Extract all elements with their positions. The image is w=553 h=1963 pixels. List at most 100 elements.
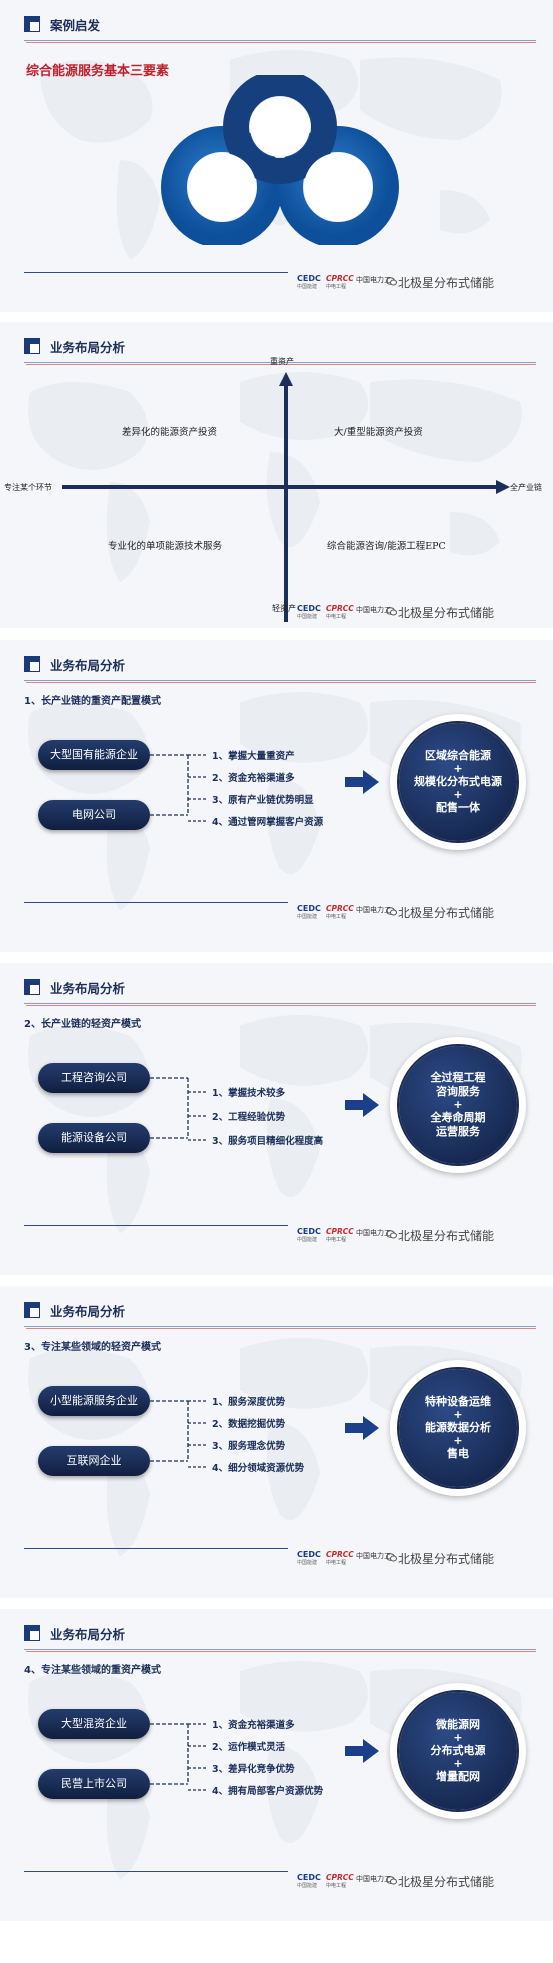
slide-business-mode: 业务布局分析 2、长产业链的轻资产模式 工程咨询公司 能源设备公司 1、掌握技术…	[0, 963, 553, 1275]
ring-resources	[223, 75, 337, 184]
advantage-item: 2、数据挖掘优势	[212, 1419, 286, 1430]
entity-pill-1: 工程咨询公司	[38, 1063, 150, 1093]
three-elements-rings: 资源 资金 技术	[161, 75, 399, 245]
result-line: 微能源网	[436, 1718, 480, 1731]
mode-subtitle: 3、专注某些领域的轻资产模式	[24, 1342, 161, 1353]
arrow-right-icon	[345, 1093, 379, 1117]
plus-sign: +	[453, 1434, 463, 1447]
company-name: 中国电力工	[356, 906, 391, 914]
entity-pill-2: 民营上市公司	[38, 1769, 150, 1799]
watermark: 北极星分布式储能	[398, 906, 495, 920]
plus-sign: +	[453, 1731, 463, 1744]
slide-title: 业务布局分析	[50, 1304, 126, 1319]
entity-pill-2: 能源设备公司	[38, 1123, 150, 1153]
result-line: 全寿命周期	[430, 1111, 486, 1124]
slide-title: 案例启发	[50, 18, 101, 33]
advantage-item: 3、差异化竞争优势	[212, 1764, 295, 1775]
result-line: 特种设备运维	[425, 1395, 491, 1408]
result-line: 规模化分布式电源	[414, 775, 502, 788]
advantage-item: 1、服务深度优势	[212, 1397, 286, 1408]
result-circle: 区域综合能源+规模化分布式电源+配售一体	[390, 714, 526, 850]
ring-label-technology: 技术	[328, 178, 360, 197]
entity-pill-1: 大型混资企业	[38, 1709, 150, 1739]
slide-business-mode: 业务布局分析 4、专注某些领域的重资产模式 大型混资企业 民营上市公司 1、资金…	[0, 1609, 553, 1921]
header-rule-accent	[26, 42, 536, 43]
ring-label-capital: 资金	[200, 178, 233, 197]
advantage-item: 2、工程经验优势	[212, 1112, 286, 1123]
bracket-connector	[150, 754, 208, 822]
advantage-item: 1、掌握大量重资产	[212, 751, 295, 762]
slide-business-mode: 业务布局分析 1、长产业链的重资产配置模式 大型国有能源企业 电网公司 1、掌握…	[0, 640, 553, 952]
company-name: 中国电力工	[356, 1229, 391, 1237]
watermark: 北极星分布式储能	[398, 606, 495, 620]
slide-header: 案例启发	[0, 14, 553, 43]
wechat-icon	[386, 607, 397, 616]
plus-sign: +	[453, 1098, 463, 1111]
quadrant-axes	[62, 372, 510, 622]
advantage-item: 3、服务理念优势	[212, 1441, 286, 1452]
slide-title: 业务布局分析	[50, 981, 126, 996]
quadrant-bottom-right: 综合能源咨询/能源工程EPC	[327, 541, 446, 552]
quadrant-bottom-left: 专业化的单项能源技术服务	[108, 541, 223, 552]
entity-pill-2: 互联网企业	[38, 1446, 150, 1476]
header-square-icon	[24, 979, 40, 995]
header-square-icon	[24, 1302, 40, 1318]
result-circle-text: 微能源网+分布式电源+增量配网	[399, 1692, 517, 1810]
wechat-icon	[386, 1876, 397, 1885]
advantage-item: 1、资金充裕渠道多	[212, 1720, 295, 1731]
axis-label-single-segment: 专注某个环节	[4, 483, 52, 492]
result-line: 能源数据分析	[425, 1421, 491, 1434]
slide-title: 业务布局分析	[50, 340, 126, 355]
entity-pill-1: 大型国有能源企业	[38, 740, 150, 770]
plus-sign: +	[453, 788, 463, 801]
advantage-item: 3、服务项目精细化程度高	[212, 1136, 324, 1147]
advantage-item: 3、原有产业链优势明显	[212, 795, 314, 806]
company-name: 中国电力工	[356, 276, 391, 284]
slide-header: 业务布局分析	[0, 1300, 553, 1329]
header-square-icon	[24, 656, 40, 672]
plus-sign: +	[453, 762, 463, 775]
slide-header: 业务布局分析	[0, 977, 553, 1006]
header-square-icon	[24, 16, 40, 32]
arrow-right-icon	[345, 1739, 379, 1763]
watermark: 北极星分布式储能	[398, 276, 495, 290]
ring-technology	[277, 126, 399, 245]
entity-pill-2: 电网公司	[38, 800, 150, 830]
wechat-icon	[386, 907, 397, 916]
axis-label-heavy-assets: 重资产	[270, 357, 294, 366]
wechat-icon	[386, 277, 397, 286]
arrow-right-icon	[345, 1416, 379, 1440]
quadrant-top-left: 差异化的能源资产投资	[122, 427, 218, 438]
header-square-icon	[24, 1625, 40, 1641]
result-line: 咨询服务	[436, 1085, 480, 1098]
result-line: 售电	[447, 1447, 469, 1460]
advantage-item: 2、资金充裕渠道多	[212, 773, 295, 784]
result-circle-text: 区域综合能源+规模化分布式电源+配售一体	[399, 723, 517, 841]
header-rule	[24, 40, 536, 41]
advantage-item: 4、通过管网掌握客户资源	[212, 817, 324, 828]
result-line: 全过程工程	[430, 1071, 486, 1084]
plus-sign: +	[453, 1408, 463, 1421]
company-name: 中国电力工	[356, 1875, 391, 1883]
slide-business-mode: 业务布局分析 3、专注某些领域的轻资产模式 小型能源服务企业 互联网企业 1、服…	[0, 1286, 553, 1598]
result-circle: 全过程工程咨询服务+全寿命周期运营服务	[390, 1037, 526, 1173]
result-circle: 特种设备运维+能源数据分析+售电	[390, 1360, 526, 1496]
result-circle-text: 特种设备运维+能源数据分析+售电	[399, 1369, 517, 1487]
plus-sign: +	[453, 1757, 463, 1770]
slide-header: 业务布局分析	[0, 1623, 553, 1652]
